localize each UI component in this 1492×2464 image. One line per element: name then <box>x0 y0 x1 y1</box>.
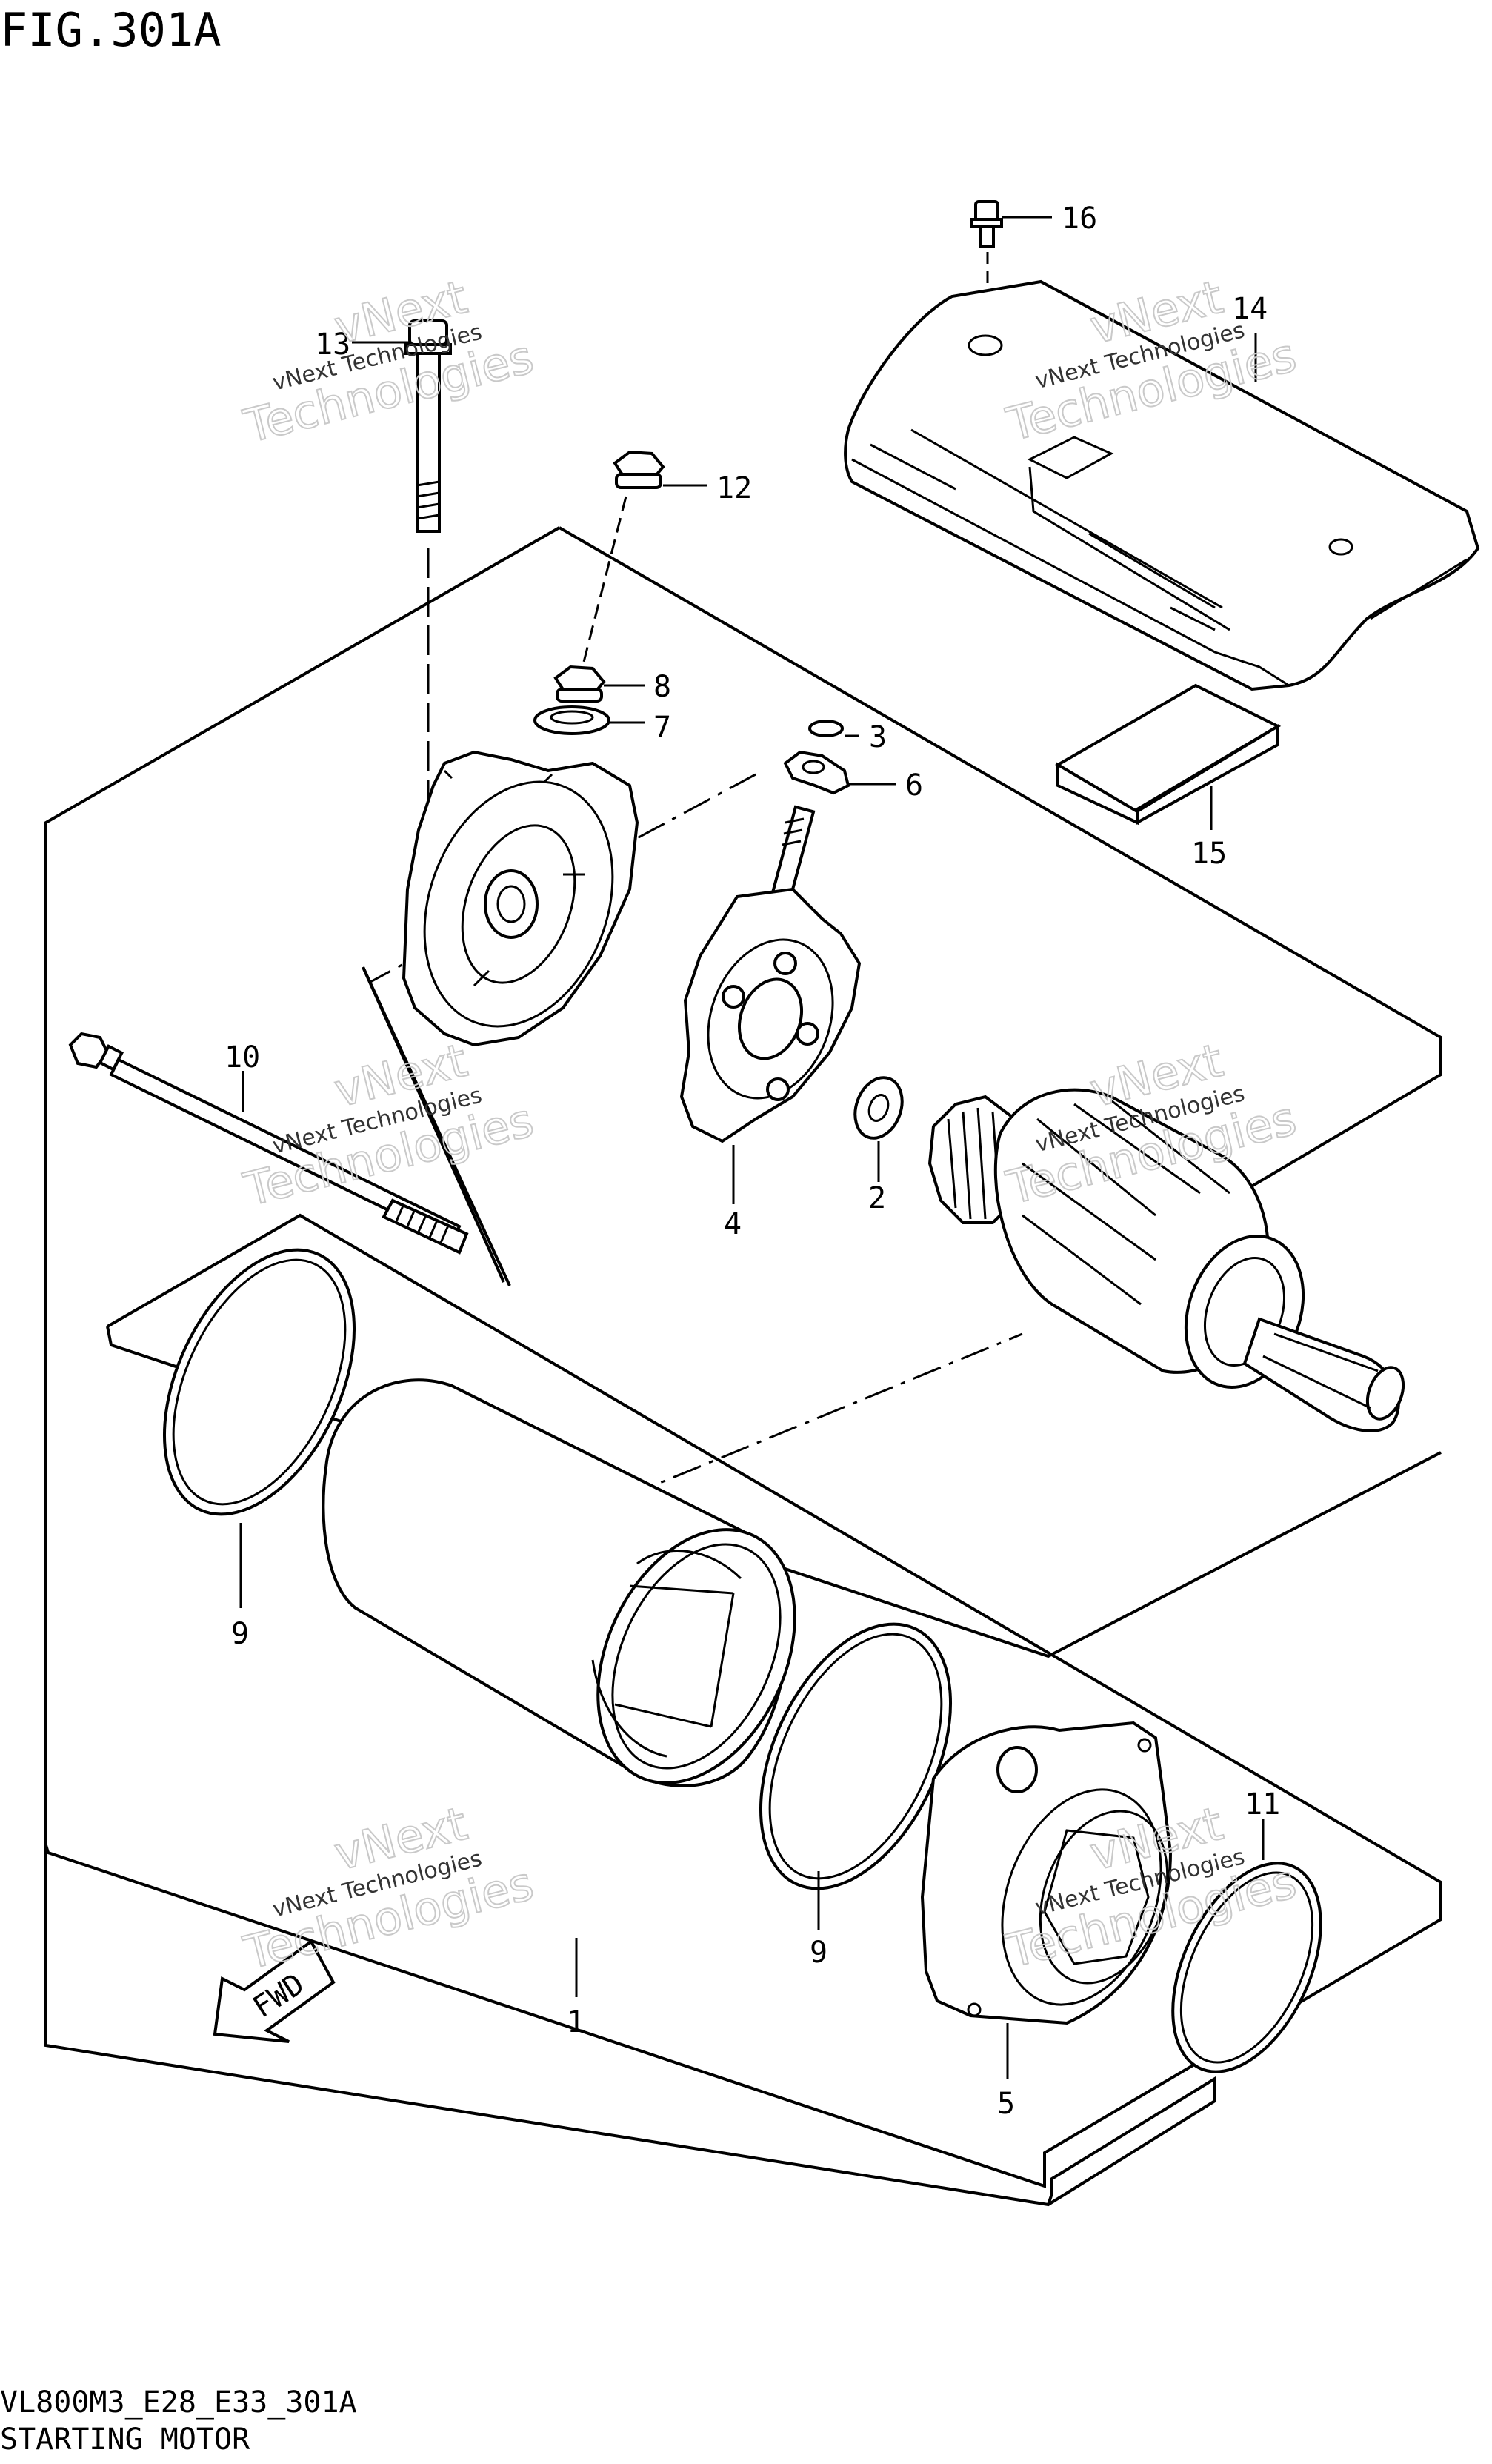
end-housing-icon <box>402 750 639 1047</box>
label-9b: 9 <box>810 1936 827 1970</box>
label-8: 8 <box>653 670 671 704</box>
label-4: 4 <box>724 1207 742 1241</box>
drawing-code: VL800M3_E28_E33_301A <box>0 2385 357 2420</box>
label-14: 14 <box>1232 292 1268 326</box>
long-bolt-13-icon <box>352 319 452 837</box>
label-13: 13 <box>315 328 350 362</box>
label-15: 15 <box>1191 837 1227 871</box>
motor-cover-14-icon <box>844 279 1480 691</box>
label-7: 7 <box>653 711 671 745</box>
terminal-6-icon <box>783 750 896 795</box>
front-housing-5-icon <box>920 1721 1173 2079</box>
o-ring-9a-icon <box>162 1248 356 1608</box>
through-bolt-10-icon <box>68 1032 469 1255</box>
label-6: 6 <box>905 768 923 803</box>
o-ring-3-icon <box>808 720 859 737</box>
wedge-line <box>362 966 511 1286</box>
washer-2-icon <box>853 1076 904 1182</box>
figure-title: FIG.301A <box>0 3 222 57</box>
label-16: 16 <box>1062 202 1097 236</box>
watermark-bottom-left: Technologies vNext vNext Technologies <box>238 1796 539 1981</box>
armature-icon <box>927 1088 1405 1432</box>
o-ring-11-icon <box>1171 1819 1322 2073</box>
label-5: 5 <box>997 2087 1015 2121</box>
brush-holder-4-icon <box>679 805 862 1204</box>
figure-caption: STARTING MOTOR <box>0 2423 250 2457</box>
washer-7-icon <box>533 705 645 735</box>
label-12: 12 <box>716 471 752 505</box>
label-1: 1 <box>567 2005 585 2039</box>
fwd-arrow-icon: FWD <box>213 1939 336 2043</box>
label-2: 2 <box>868 1181 886 1215</box>
centerline-lower <box>481 1332 1023 1558</box>
assembly-outline <box>44 526 1216 2207</box>
pad-15-icon <box>1055 683 1282 826</box>
nut-12-icon <box>580 450 707 671</box>
motor-yoke-icon <box>322 1378 796 1787</box>
label-10: 10 <box>224 1040 260 1075</box>
watermark-top-left: Technologies vNext vNext Technologies <box>238 269 539 454</box>
label-11: 11 <box>1245 1787 1280 1822</box>
nut-8-icon <box>553 665 645 703</box>
o-ring-9b-icon <box>759 1622 953 1930</box>
label-3: 3 <box>869 720 887 754</box>
label-9a: 9 <box>231 1617 249 1651</box>
